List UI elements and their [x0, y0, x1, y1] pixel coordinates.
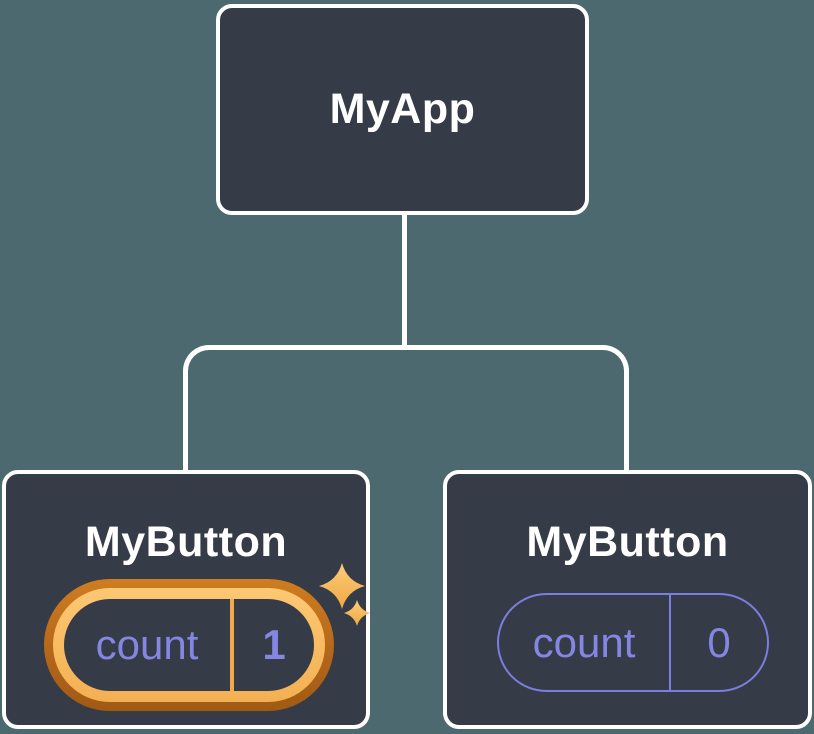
connector-branch — [183, 345, 629, 473]
state-pill: count 0 — [497, 593, 769, 692]
state-value-cell: 1 — [234, 599, 314, 691]
state-pill-core: count 1 — [64, 599, 314, 691]
root-node-label: MyApp — [329, 85, 476, 133]
connector-root-stem — [402, 211, 407, 348]
state-pill-highlight-ring: count 1 — [53, 588, 325, 702]
state-key-cell: count — [499, 595, 671, 690]
state-key-label: count — [532, 618, 636, 666]
button-node-right: MyButton count 0 — [443, 470, 812, 729]
state-value-label: 1 — [262, 621, 286, 668]
state-value-cell: 0 — [671, 595, 767, 690]
button-node-left: MyButton count 1 — [2, 470, 370, 729]
state-value-label: 0 — [707, 618, 731, 666]
state-pill-highlighted: count 1 — [44, 579, 334, 711]
button-node-right-label: MyButton — [526, 518, 729, 566]
app-root-node: MyApp — [216, 4, 589, 215]
button-node-left-label: MyButton — [84, 518, 288, 566]
state-key-cell: count — [64, 599, 234, 691]
state-key-label: count — [95, 621, 199, 668]
